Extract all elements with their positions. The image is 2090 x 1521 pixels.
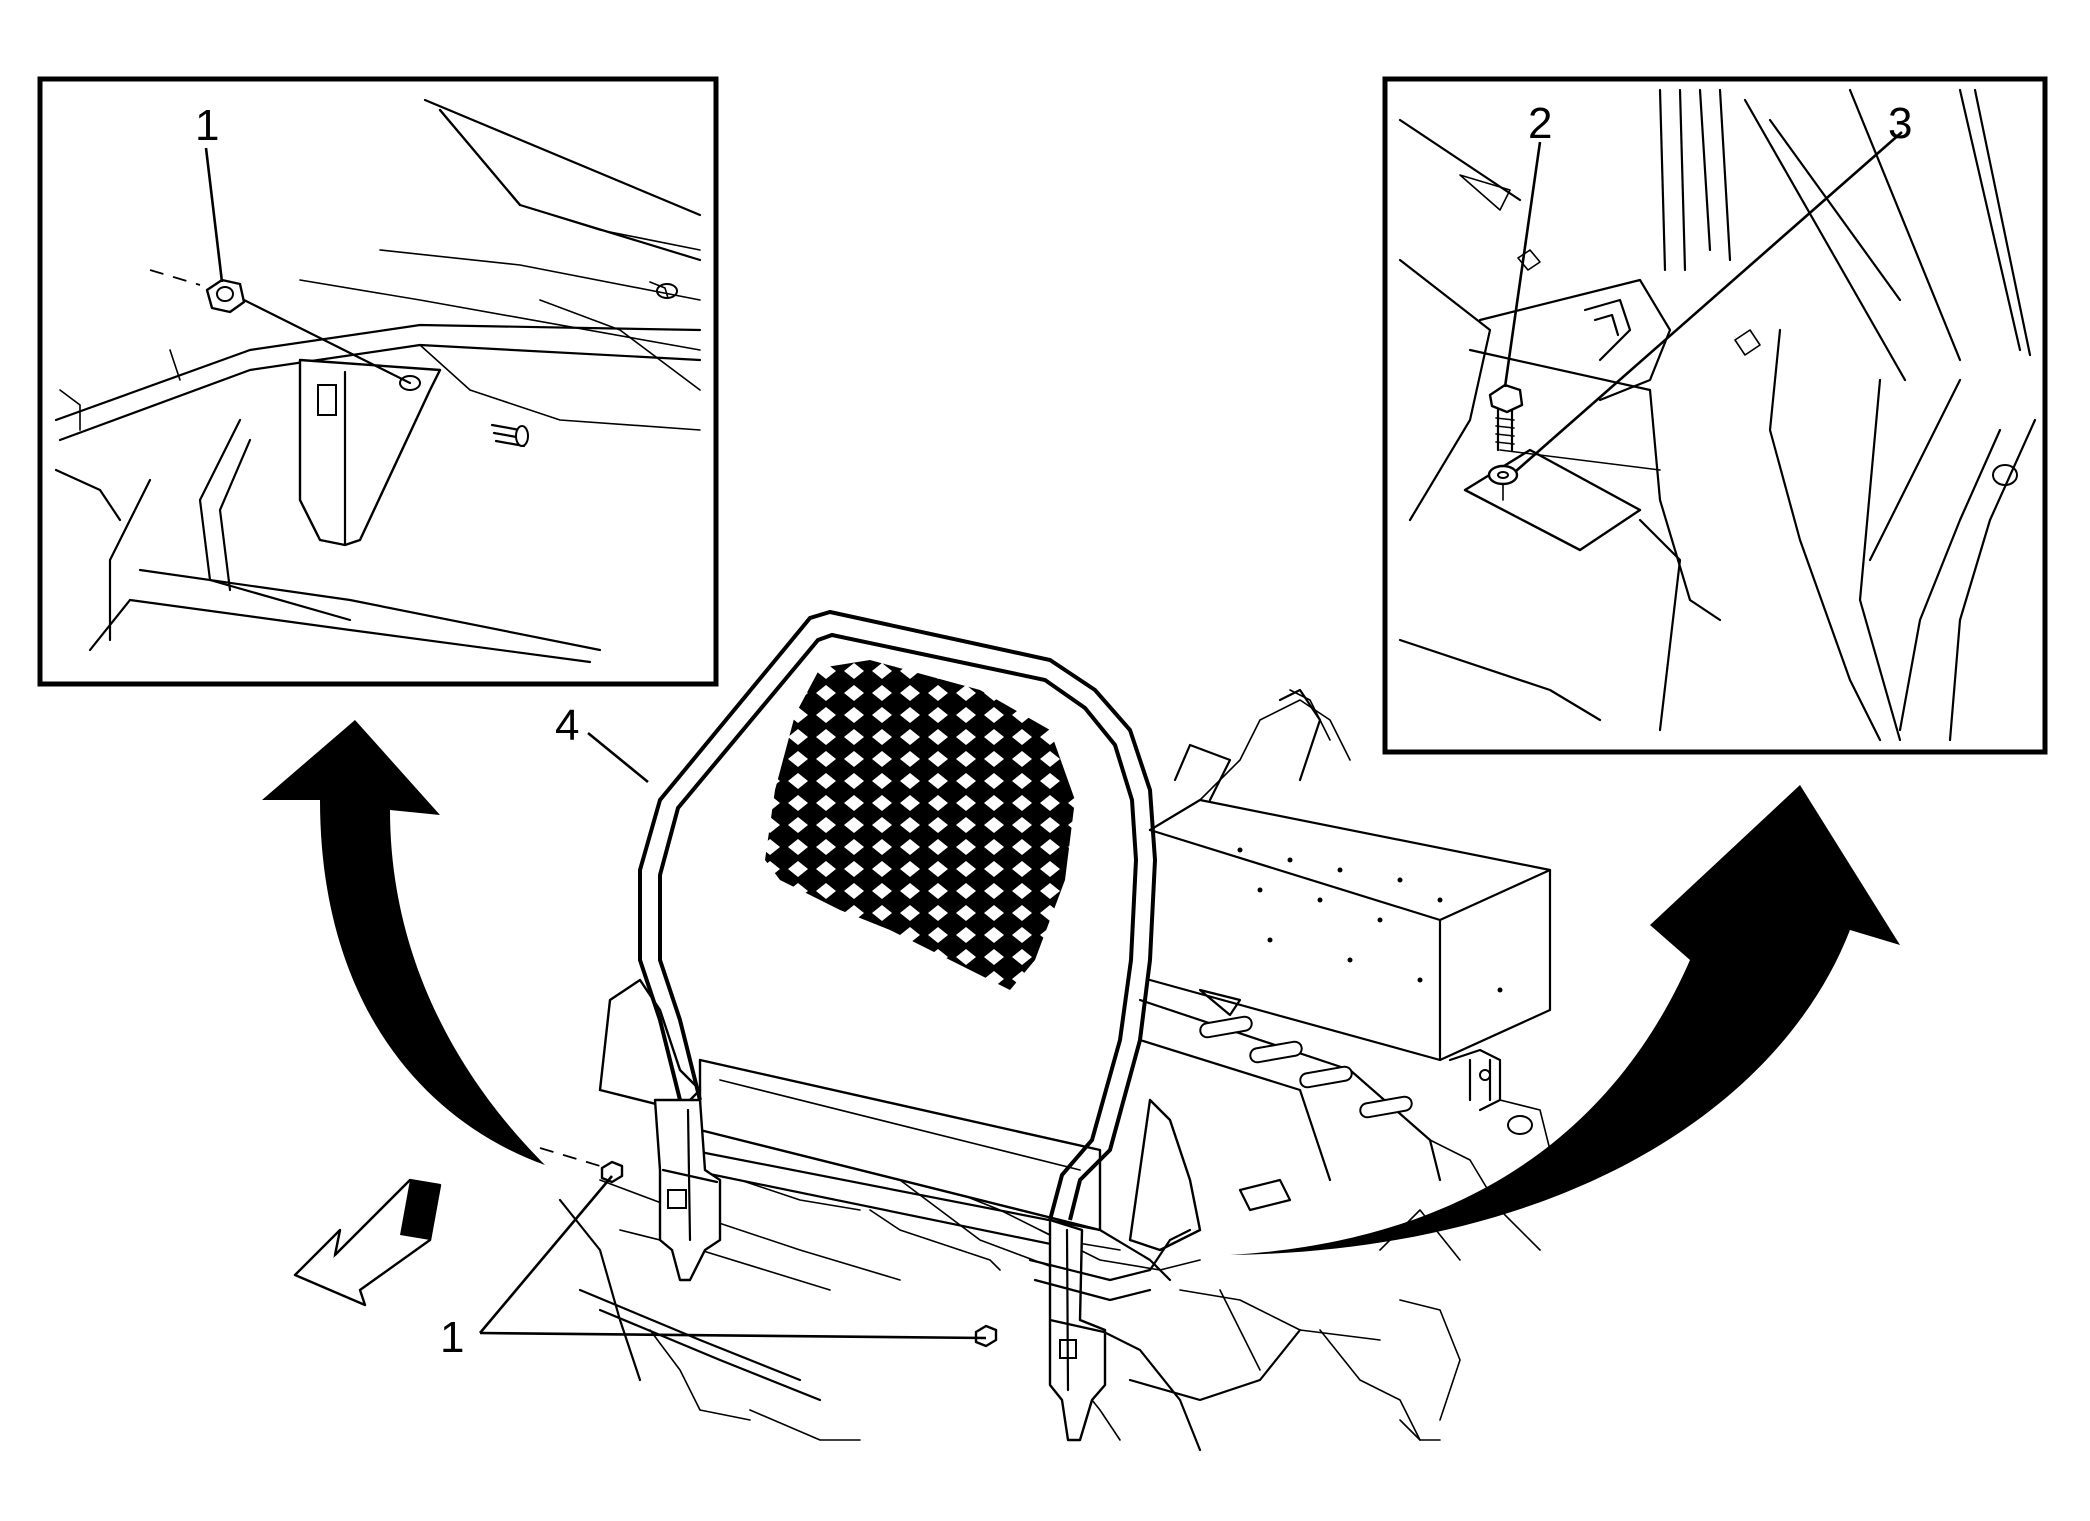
partition-mesh <box>765 660 1075 990</box>
partition-assembly <box>539 609 1202 1442</box>
curved-arrow-right-icon <box>1230 785 1900 1255</box>
callout-2-leader <box>1503 141 1542 388</box>
platform-rivets <box>1237 847 1503 993</box>
right-detail-inset <box>1382 76 2048 755</box>
callout-4-leader <box>587 731 649 784</box>
callout-4: 4 <box>555 701 579 750</box>
callout-1-leader-left <box>204 147 224 283</box>
callout-1-leader-main-b <box>479 1331 987 1340</box>
callout-1-leader-main-a <box>479 1175 613 1334</box>
callout-3-leader <box>1515 131 1903 472</box>
callout-1-left: 1 <box>195 101 219 150</box>
left-detail-inset <box>37 76 719 687</box>
callout-2: 2 <box>1528 99 1552 148</box>
curved-arrow-left-icon <box>262 720 545 1165</box>
vehicle-cargo-floor <box>558 688 1552 1452</box>
callout-1-main: 1 <box>440 1313 464 1362</box>
callout-3: 3 <box>1888 99 1912 148</box>
front-direction-arrow-icon <box>293 1178 442 1307</box>
